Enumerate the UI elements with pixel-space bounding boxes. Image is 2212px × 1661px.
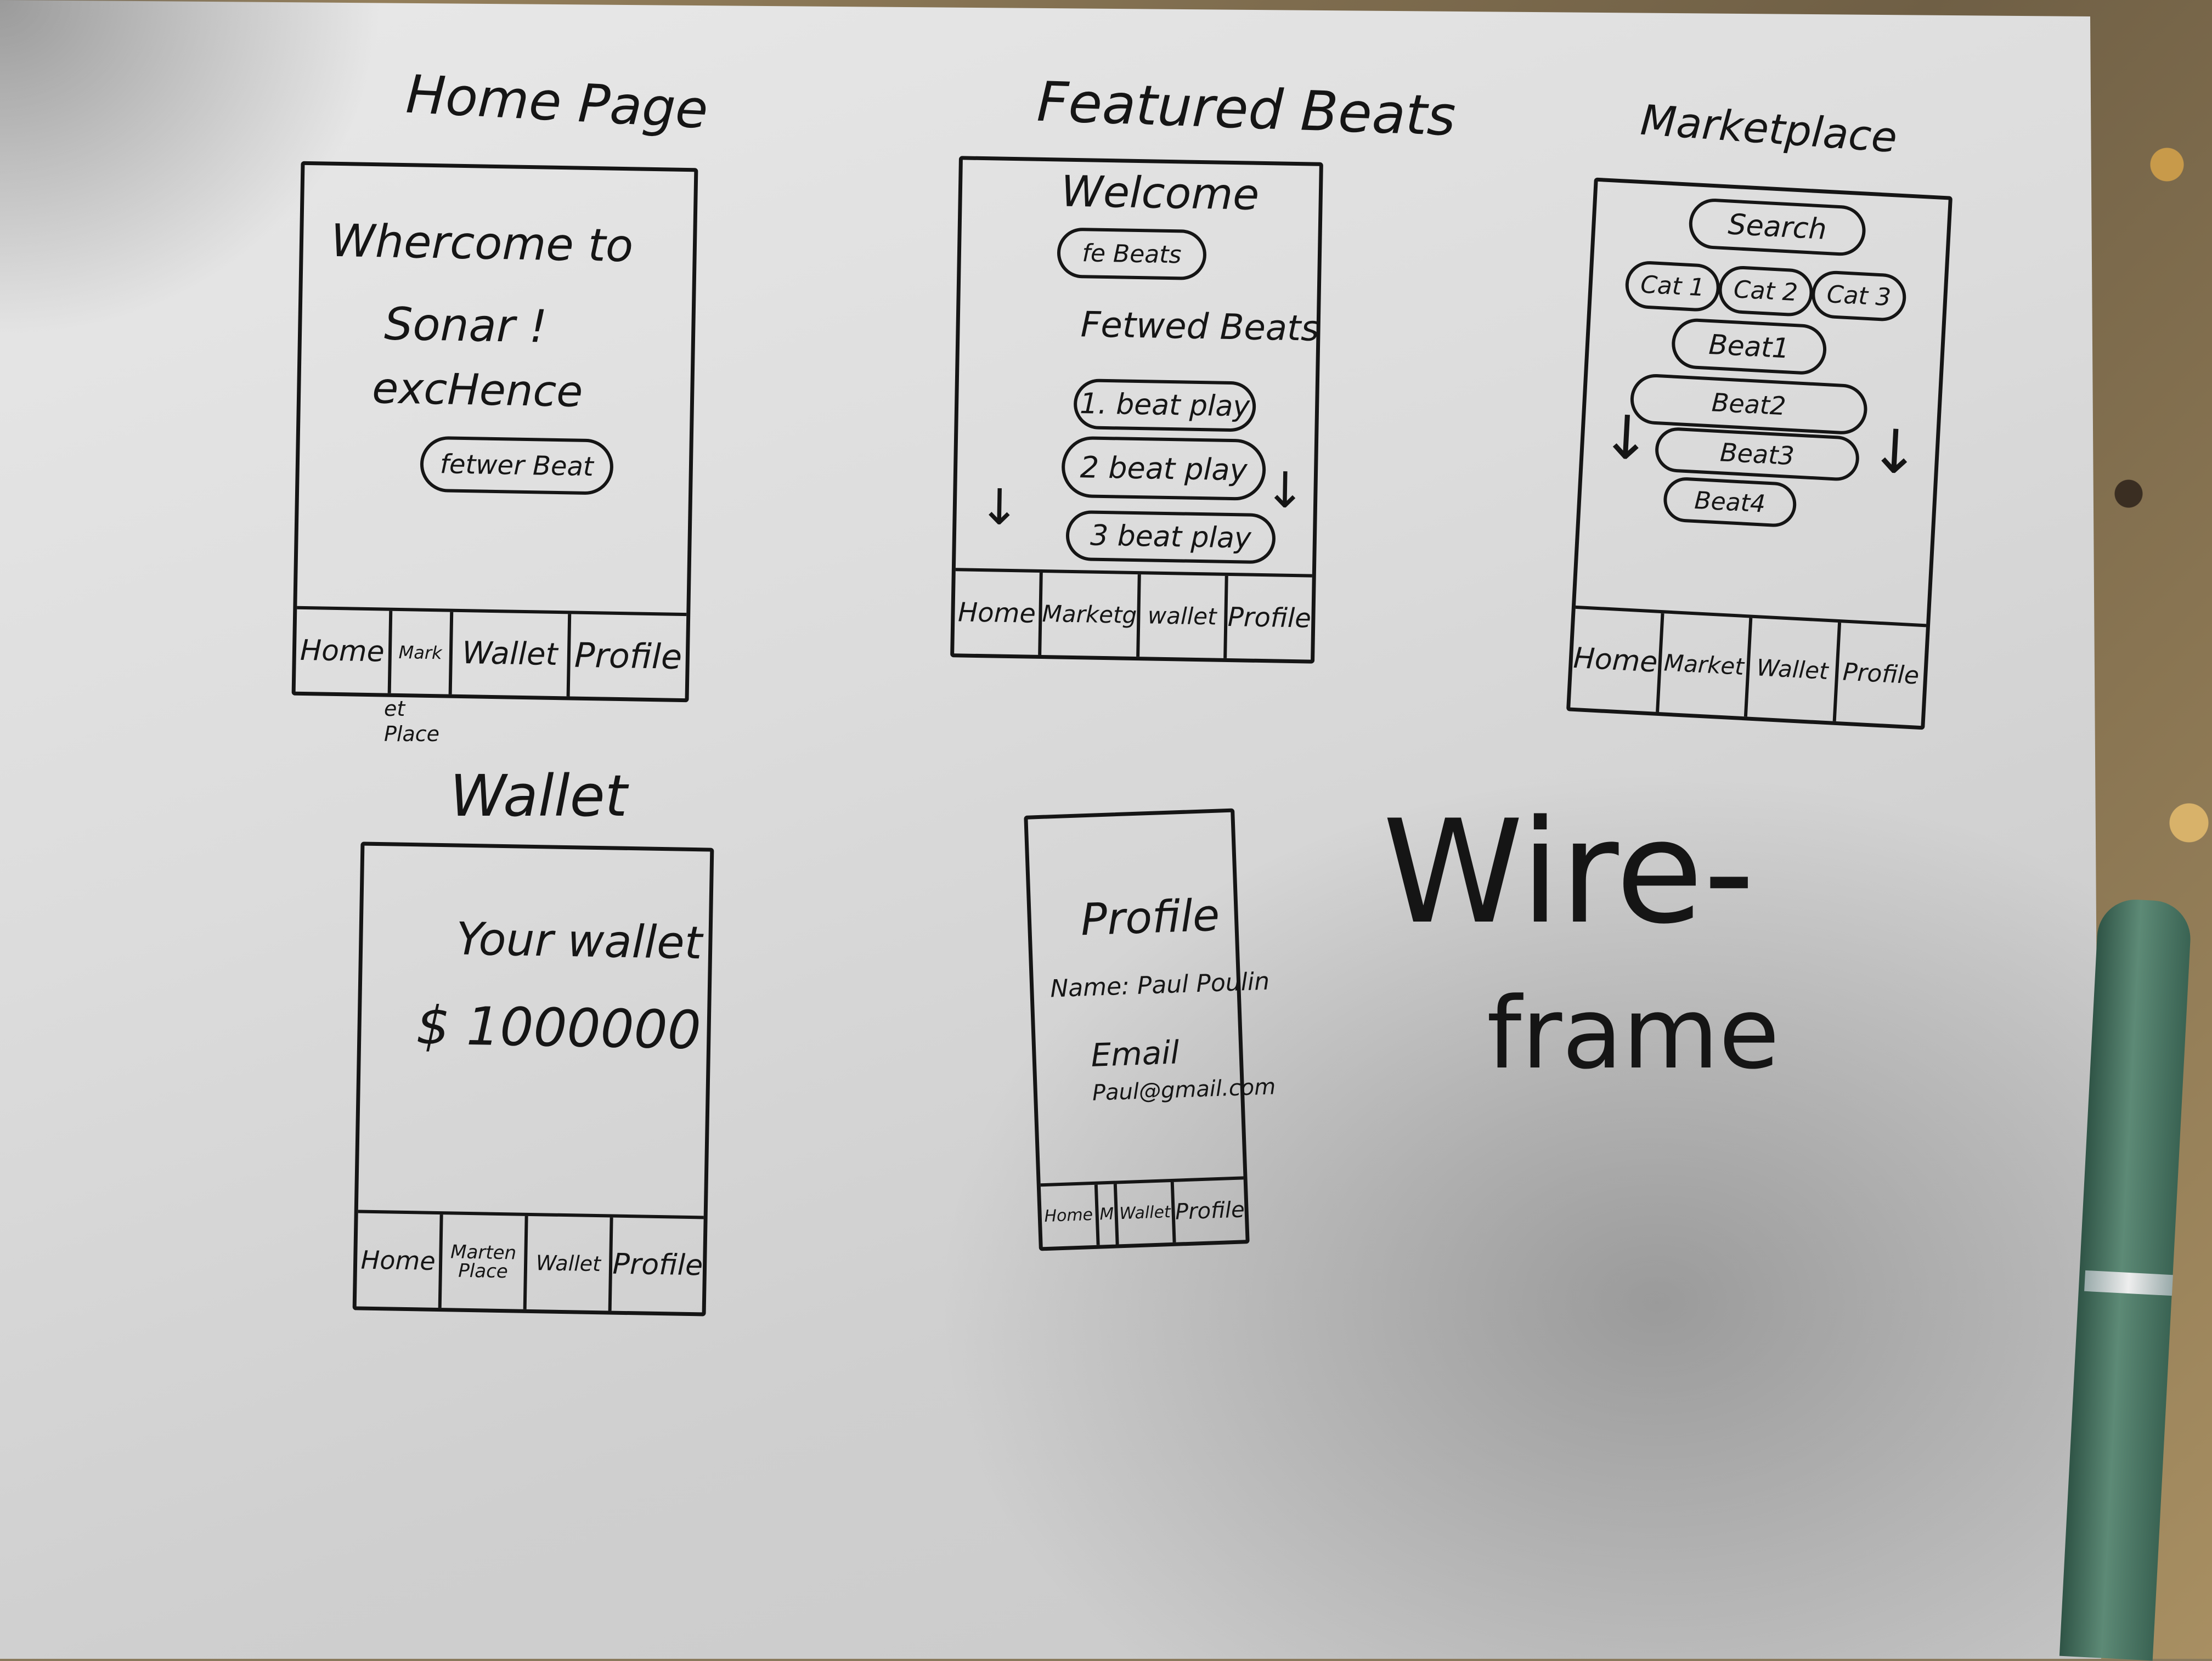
- home-wireframe: Whercome to Sonar ! excHence fetwer Beat…: [291, 161, 698, 703]
- nav-marketplace[interactable]: Market: [1655, 613, 1750, 717]
- nav-home[interactable]: Home: [360, 1245, 436, 1276]
- home-welcome-line2: Sonar !: [383, 298, 548, 353]
- featured-beat-item[interactable]: 3 beat play: [1065, 510, 1276, 564]
- nav-profile[interactable]: Profile: [1223, 575, 1312, 660]
- featured-wireframe: Welcome fe Beats Fetwed Beats 1. beat pl…: [950, 156, 1323, 664]
- featured-section-title: Fetwed Beats: [1080, 304, 1320, 349]
- nav-home[interactable]: Home: [1572, 641, 1658, 679]
- nav-wallet[interactable]: Wallet: [448, 612, 568, 697]
- nav-marketplace[interactable]: Marten Place: [438, 1214, 525, 1309]
- profile-wireframe: Profile Name: Paul Poulin Email Paul@gma…: [1024, 808, 1276, 1251]
- category-chip[interactable]: Cat 1: [1624, 259, 1721, 313]
- beat-list-item[interactable]: Beat4: [1662, 476, 1798, 528]
- beat-list-item[interactable]: Beat2: [1629, 372, 1869, 436]
- profile-navbar: Home M Wallet Profile: [1040, 1176, 1246, 1247]
- nav-profile[interactable]: Profile: [1171, 1179, 1246, 1242]
- featured-welcome-button[interactable]: fe Beats: [1057, 227, 1207, 281]
- nav-home[interactable]: Home: [300, 634, 385, 669]
- wallet-navbar: Home Marten Place Wallet Profile: [356, 1210, 704, 1313]
- search-input[interactable]: Search: [1688, 197, 1867, 257]
- nav-profile[interactable]: Profile: [608, 1217, 704, 1313]
- home-welcome-line3: excHence: [371, 364, 584, 417]
- wallet-balance: $ 1000000: [415, 995, 702, 1061]
- profile-email-label: Email: [1090, 1033, 1180, 1074]
- scroll-arrow-icon[interactable]: ↓: [978, 478, 1021, 537]
- category-chip[interactable]: Cat 2: [1717, 264, 1814, 318]
- nav-marketplace[interactable]: Mark: [387, 611, 450, 694]
- home-navbar: Home Mark Wallet Profile: [295, 606, 687, 699]
- shadow-overlay: [933, 768, 2140, 1659]
- featured-beat-item[interactable]: 1. beat play: [1073, 378, 1256, 432]
- nav-wallet[interactable]: wallet: [1136, 574, 1225, 658]
- featured-welcome: Welcome: [1060, 167, 1260, 220]
- scroll-arrow-icon[interactable]: ↓: [1263, 461, 1306, 520]
- nav-marketplace[interactable]: M: [1094, 1184, 1116, 1245]
- wireframe-title-line1: Wire-: [1383, 790, 1755, 956]
- nav-profile[interactable]: Profile: [1832, 622, 1926, 726]
- marketplace-wireframe: Search Cat 1 Cat 2 Cat 3 Beat1 Beat2 Bea…: [1566, 177, 1953, 730]
- wallet-label: Your wallet: [455, 913, 703, 970]
- wireframe-title-line2: frame: [1487, 976, 1780, 1091]
- home-welcome-line1: Whercome to: [330, 214, 634, 273]
- category-chip[interactable]: Cat 3: [1810, 269, 1908, 323]
- nav-marketplace[interactable]: Marketg: [1038, 572, 1138, 657]
- beat-list-item[interactable]: Beat1: [1670, 317, 1828, 376]
- home-nav-note: et Place: [384, 697, 440, 746]
- featured-beat-item[interactable]: 2 beat play: [1061, 436, 1267, 501]
- nav-wallet[interactable]: Wallet: [1743, 618, 1838, 721]
- profile-heading: Profile: [1080, 889, 1221, 946]
- nav-wallet[interactable]: Wallet: [523, 1216, 611, 1311]
- nav-wallet[interactable]: Wallet: [1114, 1182, 1173, 1245]
- profile-name: Name: Paul Poulin: [1049, 967, 1270, 1003]
- beat-list-item[interactable]: Beat3: [1654, 426, 1860, 482]
- featured-beats-button[interactable]: fetwer Beat: [420, 436, 614, 495]
- nav-profile[interactable]: Profile: [566, 614, 687, 699]
- scroll-arrow-icon[interactable]: ↓: [1599, 401, 1654, 474]
- shadow-overlay: [0, 0, 384, 340]
- marketplace-navbar: Home Market Wallet Profile: [1570, 605, 1927, 726]
- scroll-arrow-icon[interactable]: ↓: [1867, 415, 1922, 489]
- nav-home[interactable]: Home: [957, 597, 1036, 629]
- wallet-wireframe: Your wallet $ 1000000 Home Marten Place …: [352, 841, 714, 1317]
- nav-home[interactable]: Home: [1043, 1205, 1093, 1227]
- featured-navbar: Home Marketg wallet Profile: [954, 568, 1312, 660]
- wallet-heading: Wallet: [450, 762, 628, 829]
